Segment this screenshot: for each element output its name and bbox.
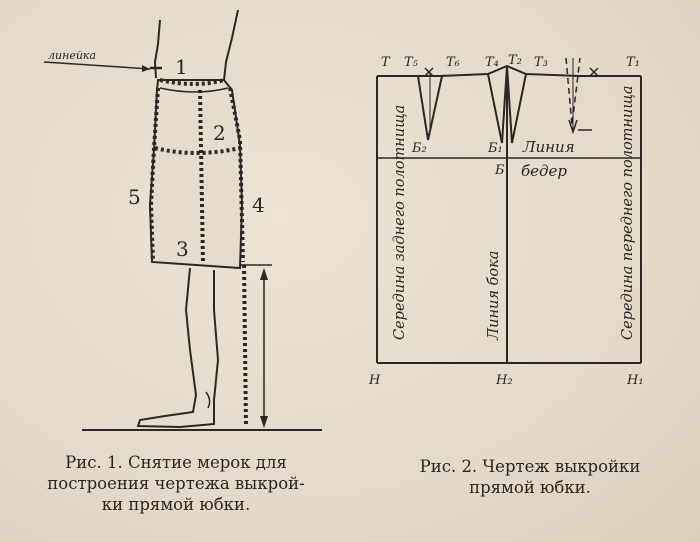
figure-1 xyxy=(43,9,322,431)
body-outline-right xyxy=(223,9,239,81)
leg-tape xyxy=(242,264,248,426)
label-B1: Б₁ xyxy=(487,141,503,156)
figure-2-caption: Рис. 2. Чертеж выкройки прямой юбки. xyxy=(385,456,675,498)
back-dart xyxy=(417,75,443,141)
figure-1-caption-line-2: построения чертежа выкрой- xyxy=(47,474,305,493)
measure-label-2: 2 xyxy=(213,121,226,145)
side-line-text: Линия бока xyxy=(486,251,502,341)
dimension-arrow-down xyxy=(260,416,268,428)
measure-label-5: 5 xyxy=(128,185,141,209)
ruler-callout-label: линейка xyxy=(48,49,96,62)
label-H: Н xyxy=(368,373,381,388)
measure-label-4: 4 xyxy=(252,193,265,217)
hip-tape xyxy=(154,146,241,155)
label-T5: T₅ xyxy=(404,55,419,70)
front-length-tape xyxy=(198,89,205,264)
label-B: Б xyxy=(494,163,505,178)
label-T2: T₂ xyxy=(508,53,522,68)
waist-line xyxy=(377,64,641,77)
front-dart-arrow xyxy=(568,119,578,135)
ankle-detail xyxy=(205,391,211,409)
waist-tape-edge xyxy=(159,87,229,93)
cross-mark-back xyxy=(424,67,434,77)
measure-label-3: 3 xyxy=(176,237,189,261)
figure-2-caption-line-1: Рис. 2. Чертеж выкройки xyxy=(419,457,641,476)
measure-label-1: 1 xyxy=(175,55,188,79)
label-T3: T₃ xyxy=(534,55,548,70)
dimension-arrow-up xyxy=(260,268,268,280)
label-T4: T₄ xyxy=(485,55,499,70)
back-center-text: Середина заднего полотнища xyxy=(392,105,408,340)
figure-1-caption: Рис. 1. Снятие мерок для построения черт… xyxy=(26,452,326,515)
figure-2-caption-line-2: прямой юбки. xyxy=(469,478,591,497)
hip-line-text-2: бедер xyxy=(521,162,567,180)
label-T: T xyxy=(381,55,391,70)
side-darts xyxy=(487,65,527,144)
ruler-pointer-line xyxy=(43,61,151,70)
label-T1: T₁ xyxy=(626,55,640,70)
label-B2: Б₂ xyxy=(411,141,427,156)
leg-outline xyxy=(136,267,220,429)
waist-tape xyxy=(159,78,225,86)
figure-1-caption-line-1: Рис. 1. Снятие мерок для xyxy=(65,453,287,472)
label-H2: Н₂ xyxy=(495,373,513,388)
back-length-tape xyxy=(148,87,160,263)
skirt-outline xyxy=(148,79,244,270)
cross-mark-front xyxy=(589,67,599,77)
ruler-pointer-arrowhead xyxy=(142,65,150,72)
side-length-tape xyxy=(228,87,245,263)
label-T6: T₆ xyxy=(446,55,460,70)
hip-line-text-1: Линия xyxy=(522,138,575,156)
figure-2 xyxy=(376,57,642,364)
label-H1: Н₁ xyxy=(626,373,644,388)
body-outline-left xyxy=(153,19,161,79)
front-center-text: Середина переднего полотнища xyxy=(620,86,636,340)
front-dart xyxy=(565,57,581,126)
figure-1-caption-line-3: ки прямой юбки. xyxy=(101,495,251,514)
